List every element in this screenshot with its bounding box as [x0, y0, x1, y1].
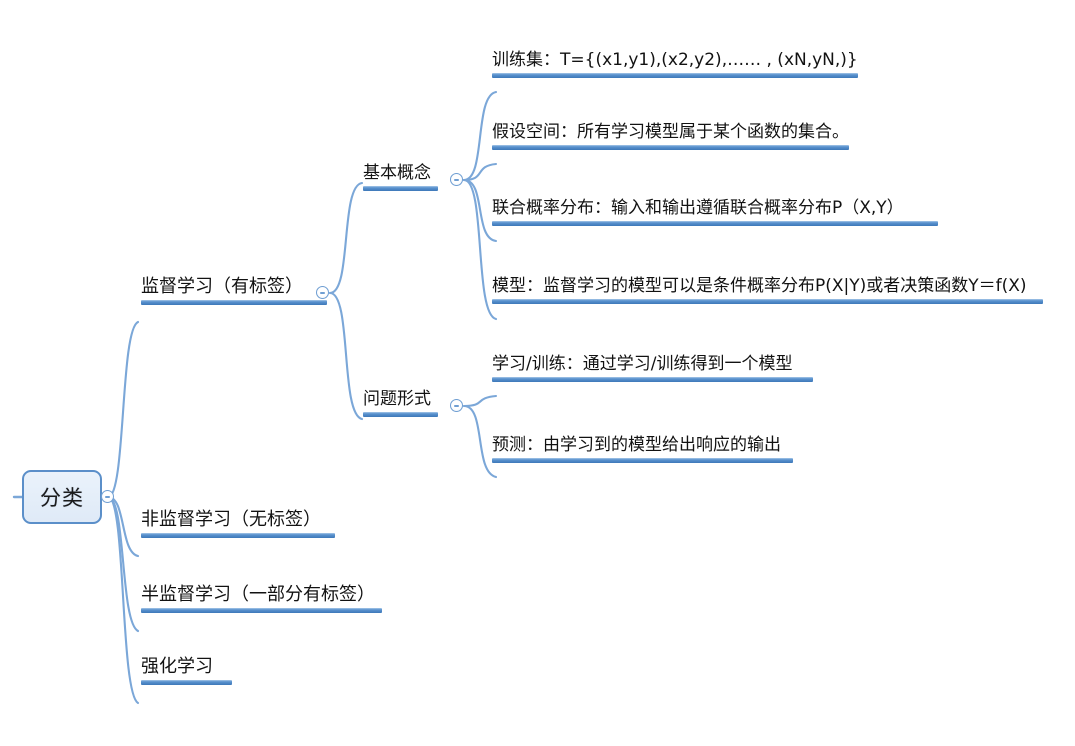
node-unsupervised-learning[interactable]: 非监督学习（无标签） [136, 509, 339, 542]
node-learning-training[interactable]: 学习/训练：通过学习/训练得到一个模型 [487, 354, 817, 386]
node-label: 半监督学习（一部分有标签） [141, 584, 375, 605]
node-semi-supervised-learning[interactable]: 半监督学习（一部分有标签） [136, 584, 386, 617]
node-label: 基本概念 [363, 163, 431, 183]
node-reinforcement-learning[interactable]: 强化学习 [136, 656, 236, 689]
root-node[interactable]: 分类 [22, 470, 102, 524]
node-basic-concepts[interactable]: 基本概念 [358, 163, 442, 195]
root-collapse-toggle[interactable] [101, 490, 114, 503]
node-underline [492, 72, 858, 78]
node-joint-probability-distribution[interactable]: 联合概率分布：输入和输出遵循联合概率分布P（X,Y） [487, 198, 942, 230]
node-underline [492, 220, 938, 226]
node-underline [492, 457, 793, 463]
node-label: 训练集：T={(x1,y1),(x2,y2),…… , (xN,yN,)} [492, 50, 858, 70]
node-label: 预测：由学习到的模型给出响应的输出 [492, 435, 781, 455]
problem-forms-collapse-toggle[interactable] [450, 399, 463, 412]
node-underline [141, 299, 327, 305]
node-problem-forms[interactable]: 问题形式 [358, 389, 442, 421]
node-hypothesis-space[interactable]: 假设空间：所有学习模型属于某个函数的集合。 [487, 122, 853, 154]
node-label: 联合概率分布：输入和输出遵循联合概率分布P（X,Y） [492, 198, 904, 218]
node-underline [363, 411, 438, 417]
node-underline [492, 376, 813, 382]
node-label: 问题形式 [363, 389, 431, 409]
node-supervised-learning[interactable]: 监督学习（有标签） [136, 276, 331, 309]
node-underline [492, 144, 849, 150]
basic-concepts-collapse-toggle[interactable] [450, 173, 463, 186]
node-label: 学习/训练：通过学习/训练得到一个模型 [492, 354, 793, 374]
node-underline [141, 532, 335, 538]
node-label: 模型：监督学习的模型可以是条件概率分布P(X|Y)或者决策函数Y＝f(X) [492, 276, 1027, 296]
node-underline [492, 298, 1043, 304]
node-underline [141, 607, 382, 613]
node-label: 监督学习（有标签） [141, 276, 303, 297]
supervised-learning-collapse-toggle[interactable] [316, 286, 329, 299]
node-label: 非监督学习（无标签） [141, 509, 321, 530]
node-training-set[interactable]: 训练集：T={(x1,y1),(x2,y2),…… , (xN,yN,)} [487, 50, 862, 82]
node-underline [141, 679, 232, 685]
node-label: 假设空间：所有学习模型属于某个函数的集合。 [492, 122, 849, 142]
node-label: 强化学习 [141, 656, 213, 677]
node-underline [363, 185, 438, 191]
node-prediction[interactable]: 预测：由学习到的模型给出响应的输出 [487, 435, 797, 467]
node-model[interactable]: 模型：监督学习的模型可以是条件概率分布P(X|Y)或者决策函数Y＝f(X) [487, 276, 1047, 308]
